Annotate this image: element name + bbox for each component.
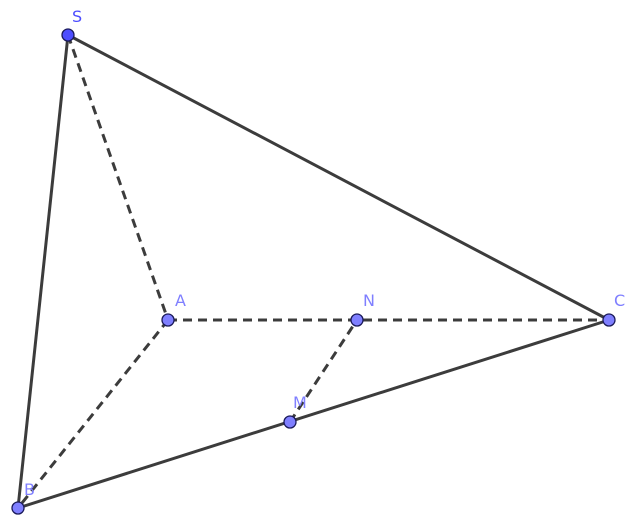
point-label-m: M	[293, 393, 307, 412]
point-m[interactable]	[283, 415, 297, 429]
point-n[interactable]	[350, 313, 364, 327]
point-s[interactable]	[61, 28, 75, 42]
segment-sb	[16, 34, 70, 509]
segment-sa	[66, 34, 170, 321]
point-b[interactable]	[11, 501, 25, 515]
segment-ab	[16, 319, 170, 509]
segment-mn	[288, 319, 359, 423]
point-label-s: S	[72, 7, 82, 26]
point-label-b: B	[24, 480, 35, 499]
point-label-n: N	[363, 291, 375, 310]
point-a[interactable]	[161, 313, 175, 327]
point-label-c: C	[614, 291, 625, 310]
point-label-a: A	[175, 291, 186, 310]
point-c[interactable]	[602, 313, 616, 327]
segment-bc	[17, 318, 610, 510]
segment-sc	[67, 33, 610, 322]
